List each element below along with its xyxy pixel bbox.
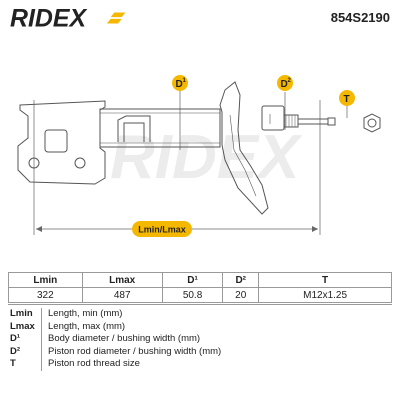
bracket-window	[44, 129, 68, 153]
header-d1: D¹	[161, 272, 224, 288]
header-t: T	[258, 272, 392, 288]
header-lmax: Lmax	[81, 272, 163, 288]
ridex-logo: RIDEX	[10, 6, 126, 30]
length-arrow-right	[312, 226, 318, 232]
piston-rod	[297, 118, 329, 125]
bracket-hole-1	[28, 157, 40, 169]
bushing-hatch	[285, 115, 296, 127]
brake-hose-clip	[117, 115, 151, 142]
legend-key: Lmax	[8, 320, 42, 333]
top-nut-bore	[367, 118, 377, 128]
header-lmin: Lmin	[8, 272, 83, 288]
legend-row: Lmax Length, max (mm)	[8, 320, 392, 333]
legend-row: D¹ Body diameter / bushing width (mm)	[8, 333, 392, 346]
value-lmax: 487	[81, 287, 163, 303]
legend-key: T	[8, 358, 42, 371]
spring-seat-contour	[229, 114, 257, 197]
bracket-hole-2	[74, 157, 86, 169]
brake-hose-clip-inner	[123, 122, 145, 142]
legend: Lmin Length, min (mm) Lmax Length, max (mm…	[8, 304, 392, 371]
spec-table-value-row: 322 487 50.8 20 M12x1.25	[8, 287, 392, 303]
brand-logotype: RIDEX	[10, 6, 88, 30]
header-d2: D²	[222, 272, 260, 288]
watermark-text: RIDEX	[110, 123, 303, 192]
rod-thread-end	[327, 117, 336, 126]
legend-desc: Length, max (mm)	[48, 320, 126, 332]
strut-body	[17, 81, 381, 215]
legend-key: Lmin	[8, 308, 42, 321]
top-nut	[363, 113, 381, 133]
legend-row: T Piston rod thread size	[8, 358, 392, 371]
value-t: M12x1.25	[258, 287, 392, 303]
legend-key: D²	[8, 345, 42, 358]
mount-bracket	[17, 100, 106, 185]
shock-absorber-drawing: RIDEX	[17, 81, 381, 235]
spec-table-header-row: Lmin Lmax D¹ D² T	[8, 272, 392, 288]
spec-table: Lmin Lmax D¹ D² T 322 487 50.8 20 M12x1.…	[8, 272, 392, 303]
legend-desc: Piston rod thread size	[48, 358, 140, 369]
part-number: 854S2190	[330, 10, 390, 25]
length-arrow-left	[36, 226, 42, 232]
value-d1: 50.8	[161, 287, 224, 303]
legend-key: D¹	[8, 333, 42, 346]
legend-desc: Body diameter / bushing width (mm)	[48, 333, 201, 344]
legend-desc: Length, min (mm)	[48, 308, 123, 319]
value-d2: 20	[222, 287, 260, 303]
value-lmin: 322	[8, 287, 83, 303]
legend-desc: Piston rod diameter / bushing width (mm)	[48, 345, 222, 357]
logo-accent-top	[110, 12, 126, 18]
legend-row: Lmin Length, min (mm)	[8, 305, 392, 321]
legend-row: D² Piston rod diameter / bushing width (m…	[8, 345, 392, 358]
logo-accent-bottom	[106, 18, 122, 24]
spring-seat	[219, 81, 269, 215]
outer-tube	[99, 108, 221, 148]
